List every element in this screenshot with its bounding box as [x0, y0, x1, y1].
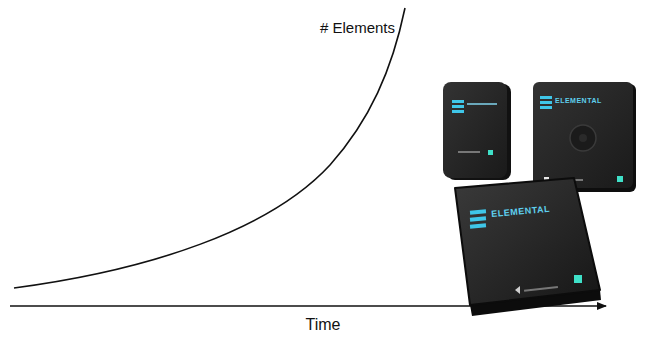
growth-curve	[14, 8, 405, 288]
brand-logo: ELEMENTAL	[555, 97, 602, 105]
device-square	[533, 82, 636, 192]
device-small	[443, 82, 511, 180]
axis-label: Time	[306, 316, 341, 334]
axis-label: # Elements	[320, 20, 395, 37]
device-large	[455, 178, 601, 316]
